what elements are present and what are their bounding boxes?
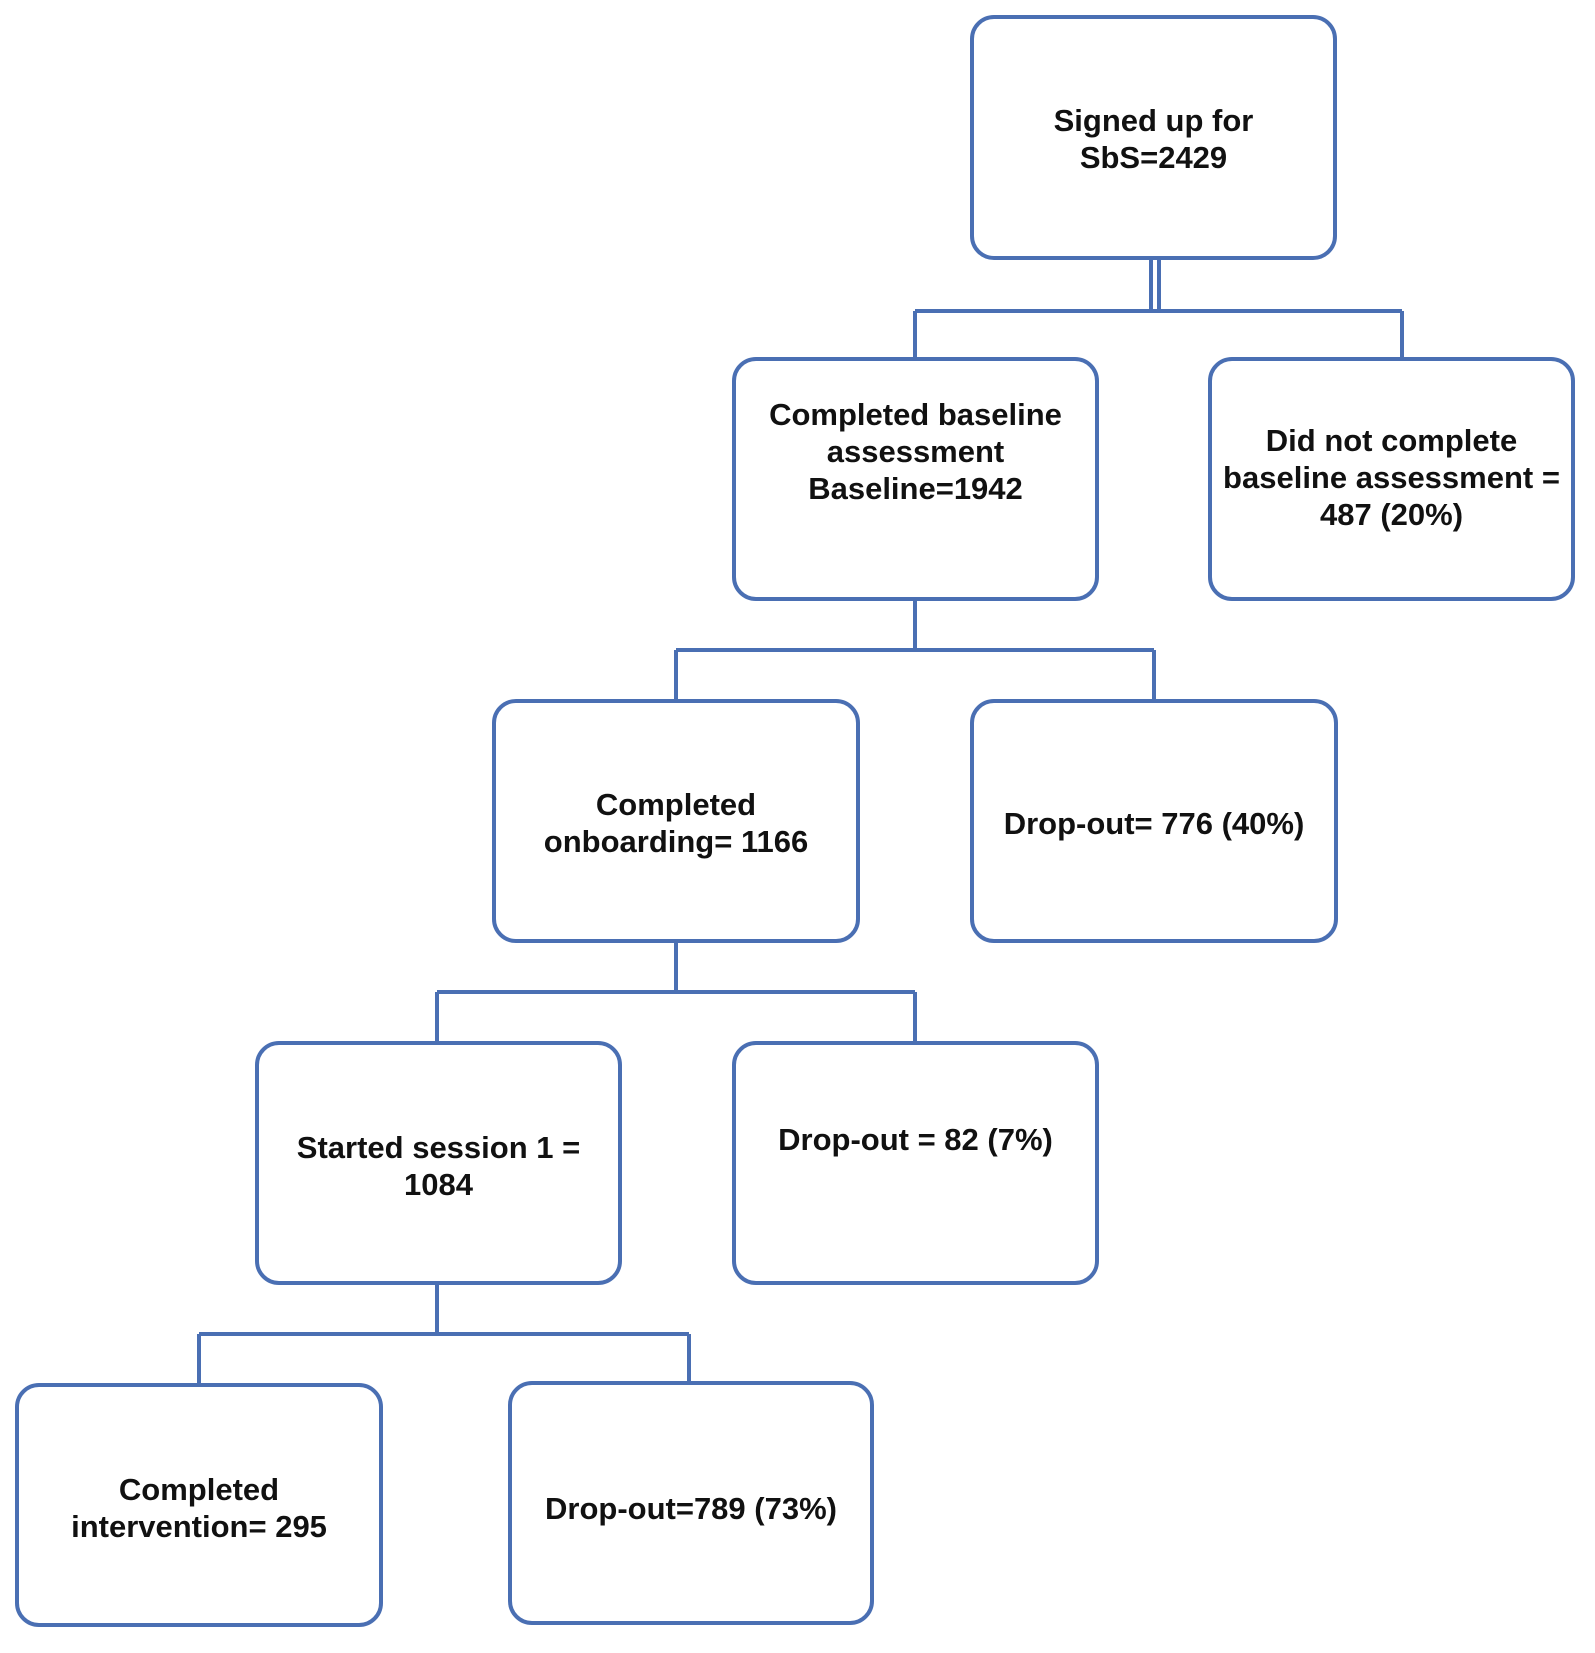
node-started-session: Started session 1 = 1084 [255, 1041, 622, 1285]
node-no-baseline: Did not complete baseline assessment = 4… [1208, 357, 1575, 601]
node-started-session-label: Started session 1 = 1084 [296, 1130, 581, 1202]
node-dropout-onboarding: Drop-out= 776 (40%) [970, 699, 1338, 943]
node-signed-up-label: Signed up for SbS=2429 [1053, 103, 1254, 175]
node-completed-intervention-label: Completed intervention= 295 [71, 1472, 327, 1544]
node-completed-intervention: Completed intervention= 295 [15, 1383, 383, 1627]
node-completed-baseline-label: Completed baseline assessment Baseline=1… [769, 397, 1062, 506]
node-signed-up: Signed up for SbS=2429 [970, 15, 1337, 260]
node-no-baseline-label: Did not complete baseline assessment = 4… [1223, 423, 1560, 532]
node-dropout-session-label: Drop-out = 82 (7%) [778, 1122, 1053, 1157]
node-dropout-intervention: Drop-out=789 (73%) [508, 1381, 874, 1625]
node-dropout-session: Drop-out = 82 (7%) [732, 1041, 1099, 1285]
node-completed-baseline: Completed baseline assessment Baseline=1… [732, 357, 1099, 601]
node-completed-onboarding: Completed onboarding= 1166 [492, 699, 860, 943]
node-completed-onboarding-label: Completed onboarding= 1166 [543, 787, 809, 859]
node-dropout-onboarding-label: Drop-out= 776 (40%) [1003, 806, 1305, 841]
node-dropout-intervention-label: Drop-out=789 (73%) [545, 1491, 837, 1526]
